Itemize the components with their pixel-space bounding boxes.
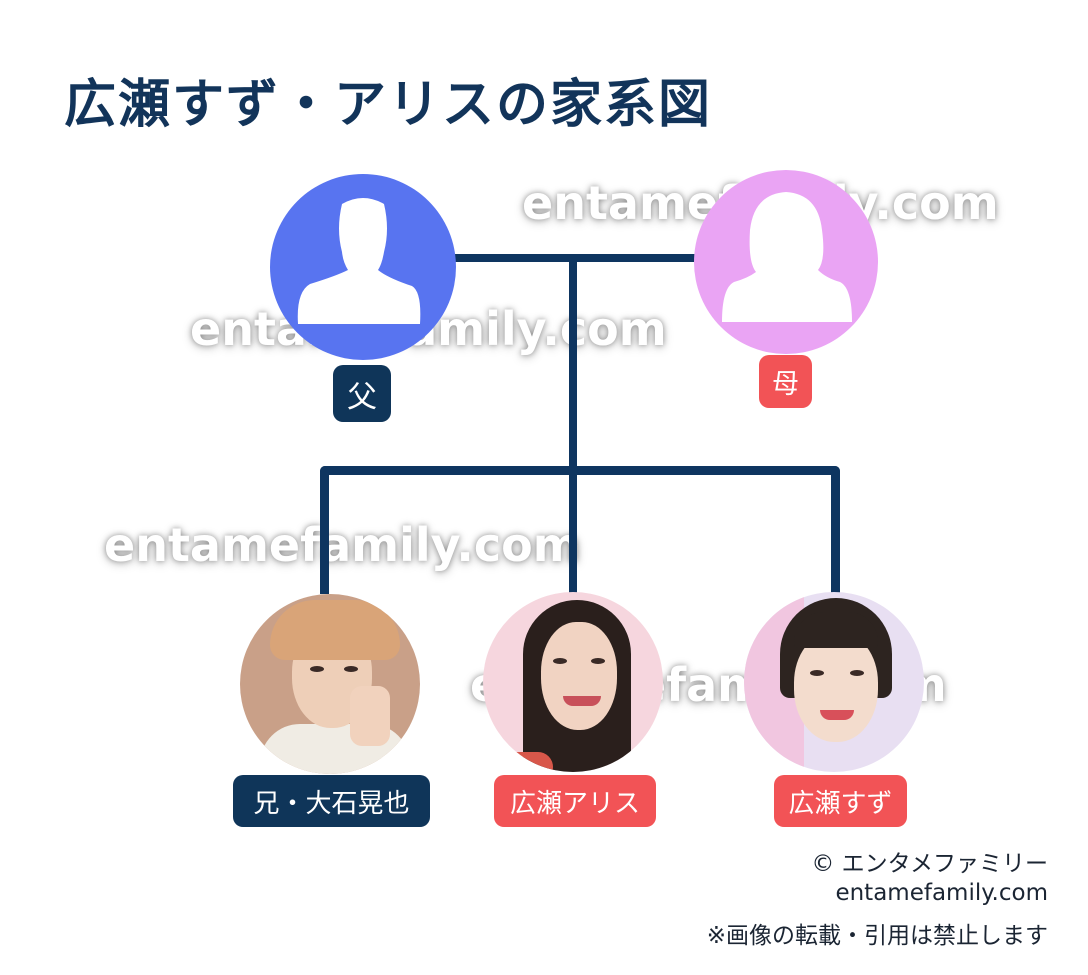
suzu-label: 広瀬すず	[774, 775, 907, 827]
father-avatar	[270, 174, 456, 360]
page-title: 広瀬すず・アリスの家系図	[64, 75, 713, 135]
siblings-connector-line	[320, 466, 840, 475]
mother-label: 母	[759, 355, 812, 408]
credit-notice: ※画像の転載・引用は禁止します	[706, 923, 1048, 949]
brother-photo	[240, 594, 420, 774]
suzu-photo	[744, 592, 924, 772]
alice-label: 広瀬アリス	[494, 775, 656, 827]
descent-line	[569, 254, 577, 594]
brother-branch-line	[320, 466, 329, 594]
watermark: entamefamily.com	[104, 518, 581, 572]
credit-site: entamefamily.com	[835, 880, 1048, 906]
alice-photo	[483, 592, 663, 772]
credit-copyright: © エンタメファミリー	[811, 851, 1048, 877]
male-silhouette-icon	[297, 198, 421, 324]
suzu-branch-line	[831, 466, 840, 594]
female-silhouette-icon	[722, 192, 852, 322]
father-label: 父	[333, 365, 391, 422]
brother-label: 兄・大石晃也	[233, 775, 430, 827]
mother-avatar	[694, 170, 878, 354]
